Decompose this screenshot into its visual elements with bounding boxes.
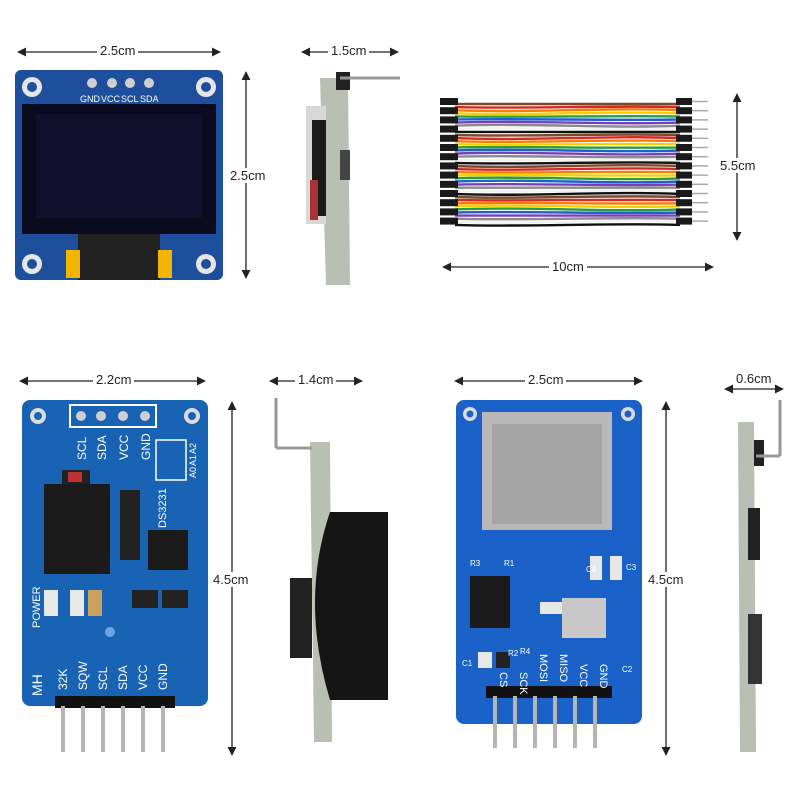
oled-pin-header (87, 78, 154, 88)
rtc-brand-label: MH (29, 674, 45, 696)
rtc-power-label: POWER (31, 586, 43, 628)
sd-pin-gnd: GND (597, 664, 609, 689)
rtc-side-width-label: 1.4cm (295, 372, 337, 387)
rtc-chip-label: DS3231 (157, 488, 169, 528)
oled-side-view (306, 72, 400, 285)
wire-length-label: 10cm (549, 259, 587, 274)
rtc-width-label: 2.2cm (93, 372, 135, 387)
sd-part-r2: R2 (508, 649, 519, 658)
sd-pin-vcc: VCC (577, 664, 589, 687)
rtc-addr-a0: A0 (188, 467, 198, 478)
sd-pin-mosi: MOSI (537, 654, 549, 682)
wire-height-label: 5.5cm (717, 158, 759, 173)
oled-module (15, 70, 223, 280)
rtc-bottom-pin-sqw: SQW (76, 661, 90, 690)
oled-side-width-label: 1.5cm (328, 43, 370, 58)
rtc-top-pin-scl: SCL (75, 436, 89, 460)
sd-side-view (738, 400, 782, 752)
rtc-bottom-pin-vcc: VCC (136, 664, 150, 690)
rtc-top-pin-gnd: GND (139, 433, 153, 460)
sd-pin-cs: CS (497, 672, 509, 687)
jumper-wire-bundle (440, 98, 708, 227)
rtc-height-label: 4.5cm (210, 572, 252, 587)
sd-part-c4: C4 (586, 565, 597, 574)
sd-pin-sck: SCK (517, 672, 529, 695)
rtc-chip (44, 484, 110, 574)
sd-side-width-label: 0.6cm (733, 371, 775, 386)
oled-width-label: 2.5cm (97, 43, 139, 58)
sd-width-label: 2.5cm (525, 372, 567, 387)
rtc-bottom-pin-scl: SCL (96, 666, 110, 690)
rtc-side-view (274, 398, 388, 742)
sd-part-r3: R3 (470, 559, 481, 568)
oled-height-label: 2.5cm (227, 168, 269, 183)
sd-pin-miso: MISO (557, 654, 569, 683)
sd-part-c1: C1 (462, 659, 473, 668)
oled-pin-label-sda: SDA (140, 94, 159, 104)
rtc-top-pin-vcc: VCC (117, 434, 131, 460)
sd-part-r1: R1 (504, 559, 515, 568)
rtc-top-pin-sda: SDA (95, 435, 109, 460)
sd-module (456, 400, 642, 748)
oled-pin-label-vcc: VCC (101, 94, 121, 104)
sd-part-c3: C3 (626, 563, 637, 572)
sd-part-c2: C2 (622, 665, 633, 674)
rtc-bottom-pin-32k: 32K (56, 669, 70, 690)
sd-height-label: 4.5cm (645, 572, 687, 587)
rtc-addr-a1: A1 (188, 455, 198, 466)
rtc-bottom-pin-gnd: GND (156, 663, 170, 690)
sd-part-r4: R4 (520, 647, 531, 656)
oled-pin-label-scl: SCL (121, 94, 139, 104)
rtc-module (22, 400, 208, 752)
rtc-bottom-pin-sda: SDA (116, 665, 130, 690)
rtc-addr-a2: A2 (188, 443, 198, 454)
sd-level-shifter-chip (470, 576, 510, 628)
oled-pin-label-gnd: GND (80, 94, 101, 104)
